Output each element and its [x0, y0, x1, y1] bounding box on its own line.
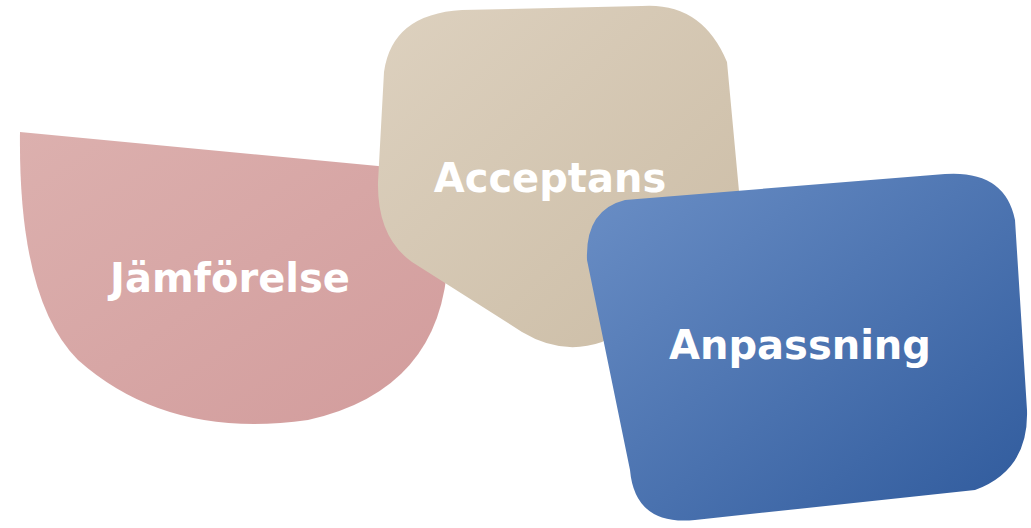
blob-label: Acceptans — [434, 156, 667, 200]
watercolor-blob: Anpassning — [585, 170, 1029, 526]
blob-fill — [587, 174, 1027, 521]
blob-label: Anpassning — [669, 323, 931, 367]
blob-label: Jämförelse — [110, 256, 350, 300]
